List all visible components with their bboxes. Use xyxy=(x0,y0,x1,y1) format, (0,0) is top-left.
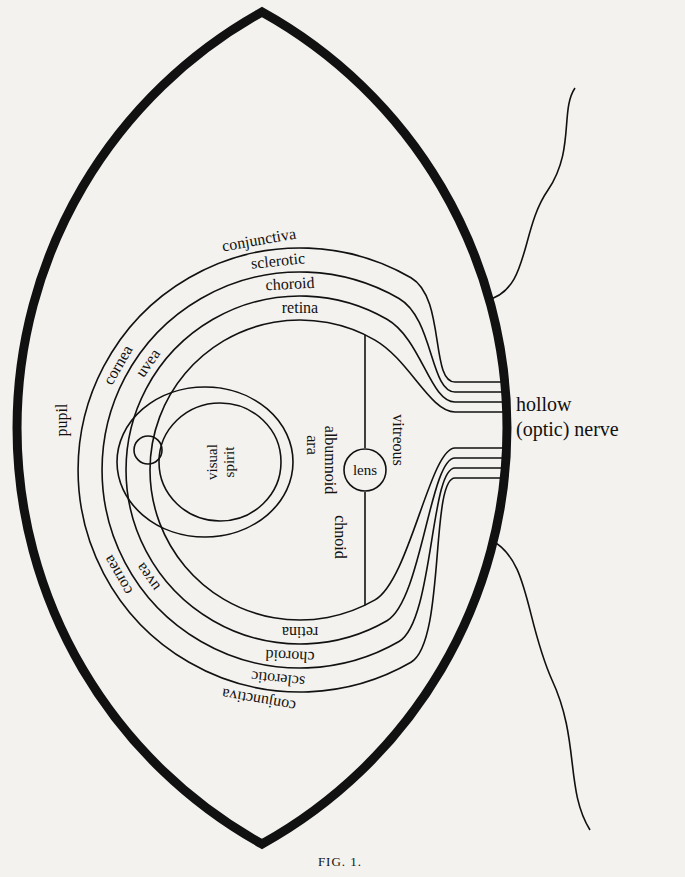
part-label: pupil xyxy=(54,404,70,437)
retina-line xyxy=(150,320,503,620)
part-label: albumnoid xyxy=(322,426,338,494)
choroid-line xyxy=(126,296,503,644)
node-text: lens xyxy=(353,462,377,479)
part-label: ara xyxy=(304,435,320,455)
layer-label: conjunctiva xyxy=(221,686,297,715)
conjunctiva-line xyxy=(78,248,503,692)
layer-label: cornea xyxy=(101,343,136,388)
node-text: visual spirit xyxy=(204,436,237,488)
figure-caption: FIG. 1. xyxy=(318,854,362,870)
aqueous-loop xyxy=(117,387,293,537)
pupil-circle xyxy=(134,436,162,464)
layer-label: sclerotic xyxy=(250,668,306,690)
nerve-label: hollow (optic) nerve xyxy=(516,392,625,442)
layer-label: sclerotic xyxy=(250,250,306,272)
lens-circle: lens xyxy=(343,448,387,492)
part-label: vitreous xyxy=(390,414,406,466)
layer-label: retina xyxy=(282,624,318,640)
layer-label: uvea xyxy=(132,560,162,594)
layer-label: retina xyxy=(282,300,318,316)
eye-outline xyxy=(17,12,507,844)
layer-label: cornea xyxy=(101,553,136,598)
layer-label: uvea xyxy=(132,346,162,380)
layer-label: conjunctiva xyxy=(221,225,297,254)
node-shape xyxy=(344,449,386,491)
spirit-circle: visual spirit xyxy=(158,402,282,522)
node-shape xyxy=(159,403,281,521)
layer-label: choroid xyxy=(265,275,315,294)
nerve-sheath xyxy=(487,88,575,300)
sclerotic-line xyxy=(102,272,503,668)
vitreous-divider xyxy=(364,335,366,448)
part-label: chnoid xyxy=(332,515,348,559)
layer-label: choroid xyxy=(265,646,315,665)
nerve-sheath xyxy=(491,540,590,830)
vitreous-divider xyxy=(364,492,366,605)
